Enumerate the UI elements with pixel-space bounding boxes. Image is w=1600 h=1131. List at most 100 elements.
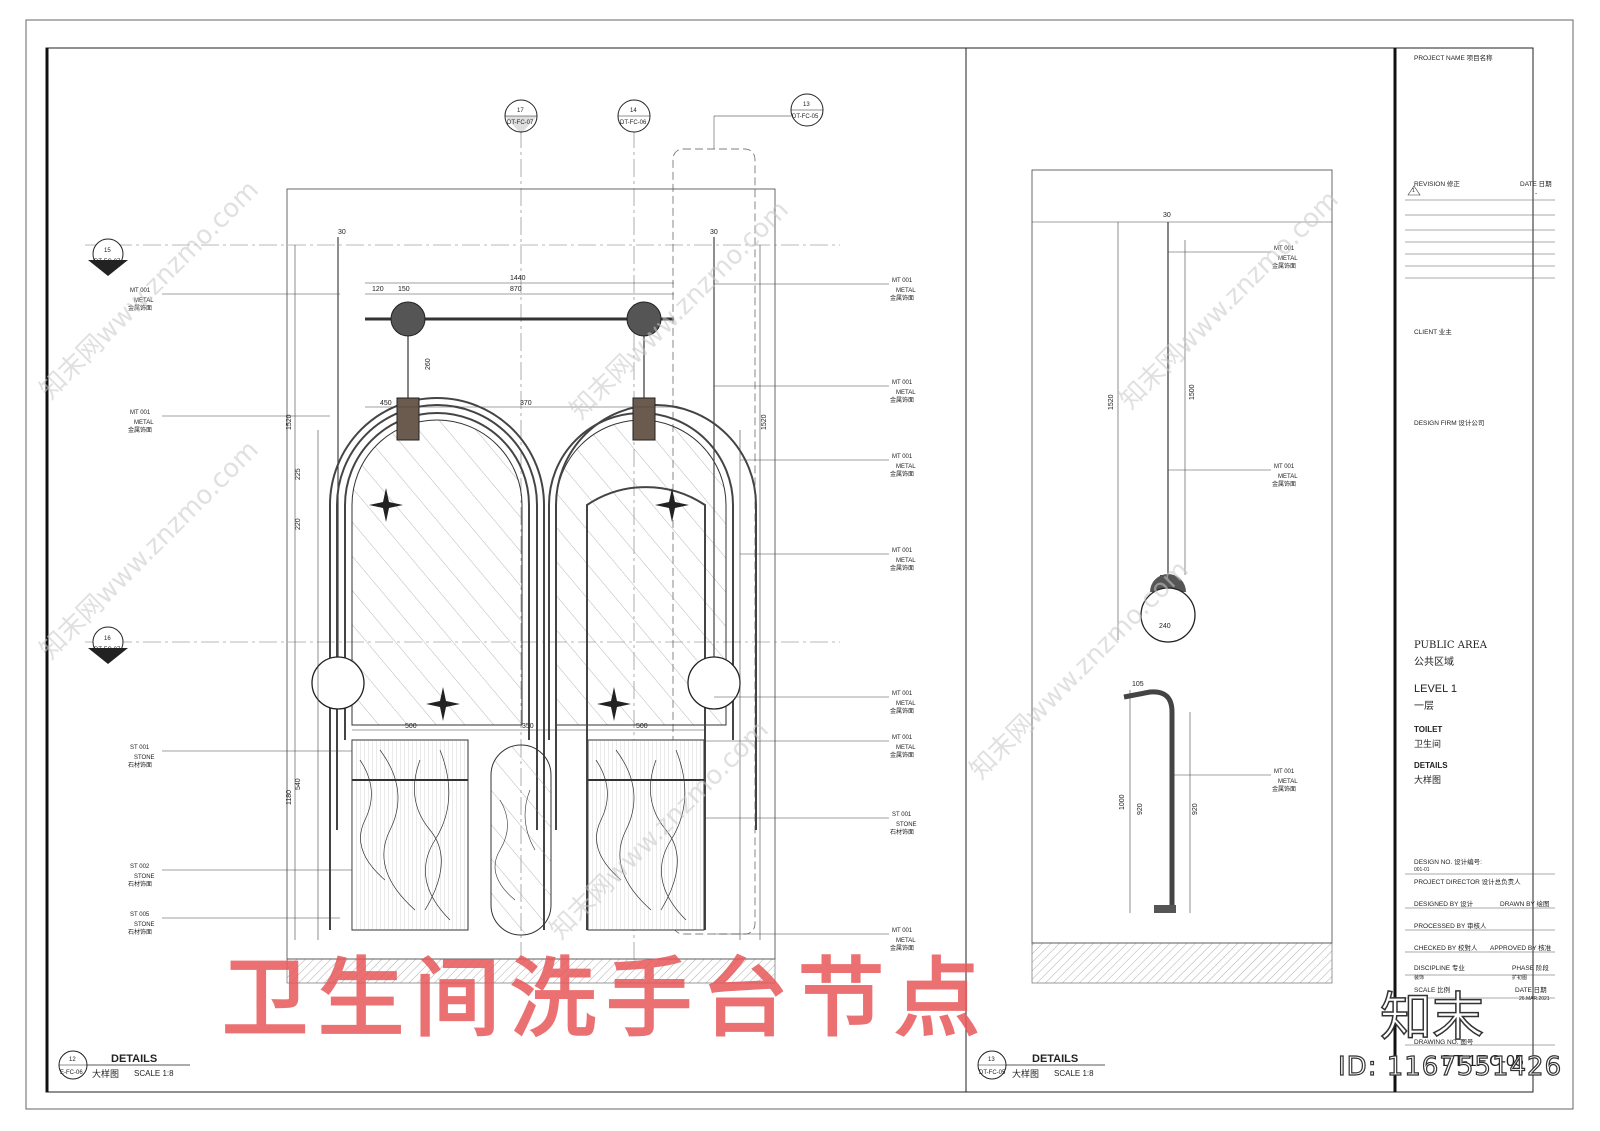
svg-text:金属饰面: 金属饰面 [890,707,914,715]
svg-text:金属饰面: 金属饰面 [1272,785,1296,793]
callout-stone-left-1: ST 001 STONE 石材饰面 [128,745,352,769]
svg-text:STONE: STONE [134,755,155,761]
section-16-num: 16 [104,636,111,642]
callout-metal-right-1: MT 001 METAL 金属饰面 [714,278,916,302]
svg-text:1520: 1520 [1108,394,1115,410]
svg-text:STONE: STONE [134,922,155,928]
area-en: PUBLIC AREA [1414,640,1488,651]
svg-text:DT-FC-05: DT-FC-05 [979,1070,1006,1076]
svg-text:金属饰面: 金属饰面 [1272,480,1296,488]
level-cn: 一层 [1414,701,1434,712]
callout-stone-left-2: ST 002 STONE 石材饰面 [128,864,352,888]
drawn-by-label: DRAWN BY 绘图 [1500,901,1550,908]
svg-text:MT 001: MT 001 [1274,246,1295,252]
callout-metal-right-5: MT 001 METAL 金属饰面 [714,691,916,715]
svg-text:金属饰面: 金属饰面 [890,564,914,572]
svg-text:金属饰面: 金属饰面 [890,751,914,759]
date-value: 26.MAR.2021 [1519,996,1550,1002]
svg-text:石材饰面: 石材饰面 [128,761,152,769]
svg-text:MT 001: MT 001 [1274,464,1295,470]
section-marker-13: 13 DT-FC-05 [714,93,824,127]
svg-text:METAL: METAL [896,701,916,707]
detail-title-12: 12 E-FC-06 DETAILS 大样图 SCALE 1:8 [58,1050,190,1080]
dim-1520: 1520 [286,414,293,430]
svg-text:STONE: STONE [134,874,155,880]
section-15-num: 15 [104,248,111,254]
svg-text:MT 001: MT 001 [130,288,151,294]
svg-text:MT 001: MT 001 [1274,769,1295,775]
dim-30b: 30 [710,229,718,236]
level-en: LEVEL 1 [1414,683,1458,695]
callout-metal-right-2: MT 001 METAL 金属饰面 [714,380,916,404]
dim-225: 225 [295,468,302,480]
dim-1180: 1180 [286,790,293,805]
section-marker-16: 16 DT-FC-07 [88,626,128,664]
dim-450: 450 [380,400,392,407]
drawing-no-label: DRAWING NO. 图号 [1414,1039,1474,1046]
area-cn: 公共区域 [1414,657,1454,668]
phase-label: PHASE 阶段 [1512,965,1549,972]
section-14-ref: DT-FC-06 [620,120,647,126]
callout-stone-left-3: ST 005 STONE 石材饰面 [128,912,340,936]
scale-label: SCALE 比例 [1414,987,1451,994]
callout-metal-right-6: MT 001 METAL 金属饰面 [704,735,916,759]
dim-260: 260 [425,358,432,370]
dim-1520-right: 1520 [761,414,768,430]
drawing-number: DT-1F.C-05 [1442,1053,1524,1070]
svg-text:920: 920 [1137,803,1144,815]
design-no-label: DESIGN NO. 设计编号: [1414,859,1482,866]
svg-text:SCALE 1:8: SCALE 1:8 [134,1069,174,1078]
checked-by-label: CHECKED BY 校對人 [1414,945,1478,952]
project-name-label: PROJECT NAME 项目名称 [1414,55,1493,62]
callout-metal-right-4: MT 001 METAL 金属饰面 [740,548,916,572]
dim-220: 220 [295,518,302,530]
svg-text:E-FC-06: E-FC-06 [60,1070,83,1076]
svg-text:105: 105 [1132,681,1144,688]
section-14-num: 14 [630,108,637,114]
section-16-ref: DT-FC-07 [94,647,121,653]
svg-text:石材饰面: 石材饰面 [128,928,152,936]
svg-text:METAL: METAL [896,558,916,564]
id-tag: ID: 1167551426 [1337,1051,1563,1082]
svg-text:METAL: METAL [896,288,916,294]
svg-text:金属饰面: 金属饰面 [890,470,914,478]
sheet-cn: 大样图 [1414,775,1442,785]
svg-text:SCALE 1:8: SCALE 1:8 [1054,1069,1094,1078]
svg-text:1000: 1000 [1119,794,1126,810]
dim-500b: 500 [636,723,648,730]
svg-text:MT 001: MT 001 [892,928,913,934]
project-director-label: PROJECT DIRECTOR 设计总负责人 [1414,879,1521,886]
svg-text:DETAILS: DETAILS [1032,1053,1078,1065]
svg-text:MT 001: MT 001 [892,454,913,460]
svg-text:ST 002: ST 002 [130,864,150,870]
dim-870: 870 [510,286,522,293]
svg-text:金属饰面: 金属饰面 [128,304,152,312]
svg-text:大样图: 大样图 [92,1068,119,1079]
svg-text:金属饰面: 金属饰面 [128,426,152,434]
svg-text:METAL: METAL [1278,779,1298,785]
svg-text:920: 920 [1192,803,1199,815]
banner-title: 卫生间洗手台节点 [222,948,990,1049]
svg-text:大样图: 大样图 [1012,1068,1039,1079]
callout-stone-right-1: ST 001 STONE 石材饰面 [704,812,917,836]
title-block-lines [1405,185,1555,1046]
mirror-unit-left [311,237,545,931]
svg-text:MT 001: MT 001 [892,735,913,741]
designed-by-label: DESIGNED BY 设计 [1414,901,1474,908]
dim-540: 540 [295,778,302,790]
sheet-en: DETAILS [1414,761,1448,770]
svg-text:ST 005: ST 005 [130,912,150,918]
dim-120: 120 [372,286,384,293]
discipline-label: DISCIPLINE 专业 [1414,965,1465,972]
section-13-num: 13 [803,102,810,108]
dim-370: 370 [520,400,532,407]
svg-text:MT 001: MT 001 [892,278,913,284]
svg-text:13: 13 [988,1057,995,1063]
approved-by-label: APPROVED BY 核准 [1490,945,1552,952]
svg-text:金属饰面: 金属饰面 [890,294,914,302]
dim-1440: 1440 [510,275,526,282]
room-cn: 卫生间 [1414,739,1442,749]
phase-value: 扩初图 [1512,975,1528,981]
svg-text:12: 12 [69,1057,76,1063]
